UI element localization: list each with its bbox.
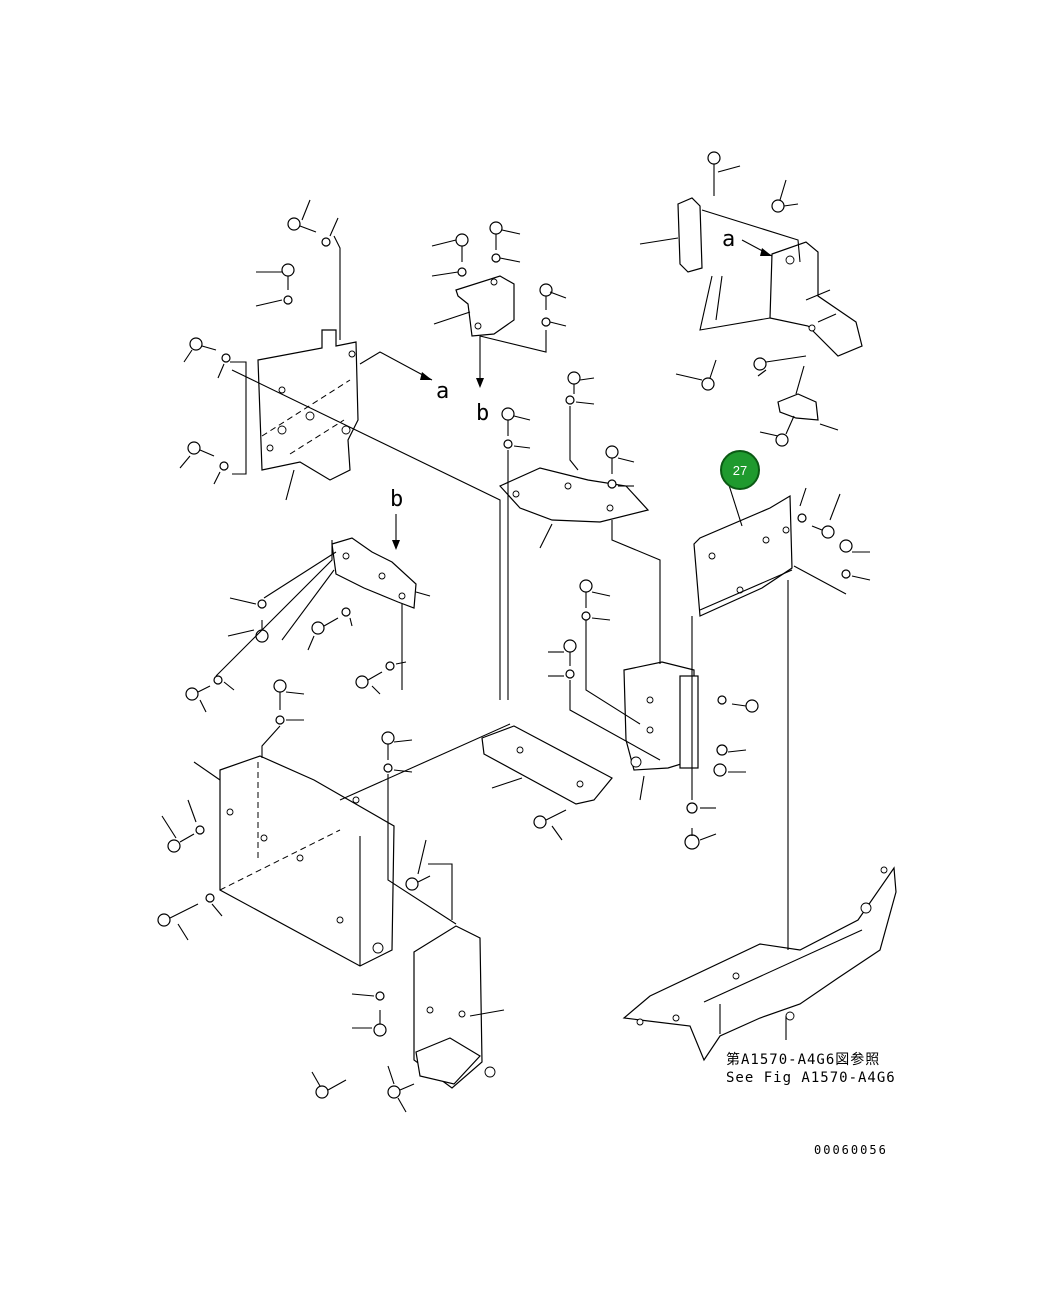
center-plate <box>499 467 650 523</box>
view-arrows <box>359 239 773 550</box>
view-label-b-top: b <box>476 401 489 426</box>
left-middle-bracket <box>331 537 417 609</box>
reference-note-english: See Fig A1570-A4G6 <box>726 1070 896 1086</box>
view-label-a-left: a <box>436 379 449 404</box>
lower-right-chassis-frame <box>622 866 897 1062</box>
top-center-bracket <box>455 275 515 337</box>
callout-number[interactable]: 27 <box>733 463 747 478</box>
center-right-vertical-bracket <box>623 661 699 771</box>
drawing-number: 00060056 <box>814 1143 888 1157</box>
top-right-bracket <box>677 197 863 421</box>
callout-27[interactable]: 27 <box>720 450 760 527</box>
callout-circle[interactable] <box>720 450 760 490</box>
center-lower-tray <box>481 725 613 805</box>
lower-left-box <box>219 755 395 967</box>
lower-middle-bracket <box>413 925 496 1089</box>
right-cover-panel <box>693 494 793 617</box>
view-label-a-right: a <box>722 227 735 252</box>
leader-lines <box>161 165 871 1113</box>
view-label-b-middle: b <box>390 487 403 512</box>
fasteners <box>157 151 853 1099</box>
reference-note-japanese: 第A1570-A4G6図参照 <box>726 1051 880 1068</box>
upper-left-bracket-plate <box>257 329 359 481</box>
